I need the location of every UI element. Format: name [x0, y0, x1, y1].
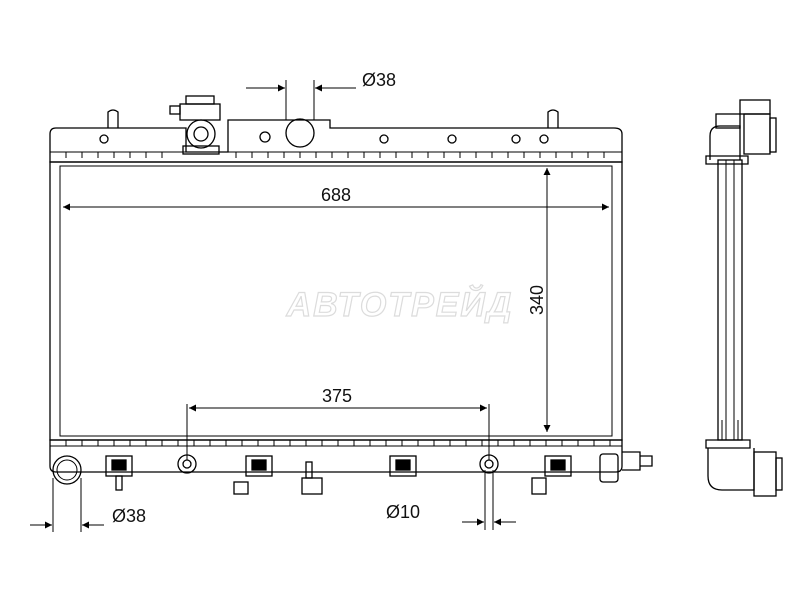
dim-width-label: 688	[321, 185, 351, 205]
top-bracket-left	[107, 109, 119, 128]
bottom-mounts	[105, 451, 653, 495]
bottom-tank	[49, 439, 623, 473]
dim-hole-label: Ø10	[386, 502, 420, 522]
dim-spacing-label: 375	[322, 386, 352, 406]
dimension-lines	[30, 80, 609, 532]
top-tank-ribs	[65, 152, 605, 158]
top-outlet-pipe	[285, 118, 315, 148]
watermark-text: АВТОТРЕЙД	[286, 285, 514, 324]
bottom-tank-ribs	[65, 440, 611, 446]
dim-top-port-label: Ø38	[362, 70, 396, 90]
bottom-inlet-pipe	[52, 455, 82, 485]
top-tank	[49, 119, 623, 163]
dim-height-label: 340	[527, 285, 547, 315]
dim-bottom-port-label: Ø38	[112, 506, 146, 526]
filler-cap	[169, 95, 221, 155]
top-bracket-right	[547, 109, 559, 128]
core-inner-frame	[59, 165, 613, 437]
side-view	[705, 99, 783, 497]
